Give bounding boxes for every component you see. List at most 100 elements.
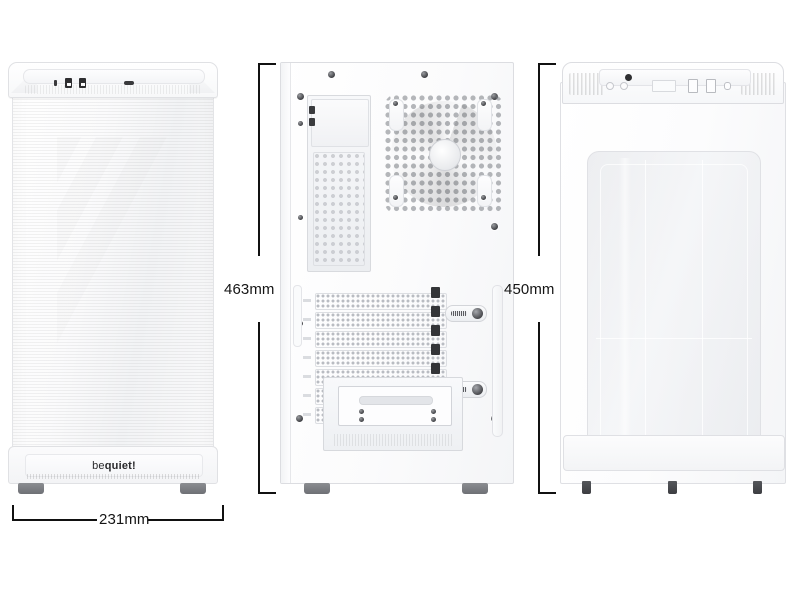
width-dim-tick-right [222,505,224,521]
pci-slot-cover [315,293,447,310]
height-rear-dimension-label: 463mm [224,281,275,298]
io-connector [309,118,315,126]
pci-slot-cover [315,312,447,329]
chassis-screw [328,71,335,78]
width-dim-line-right [148,519,224,521]
glass-divider [701,160,703,444]
psu-screw [431,409,436,414]
chassis-screw [298,121,303,126]
psu-bay [323,377,463,451]
case-foot [304,483,330,494]
fan-mount-slot [389,175,404,207]
fan-hub [429,139,461,171]
brand-suffix: quiet! [104,459,136,472]
side-view [560,62,786,494]
brand-prefix: be [92,459,105,472]
pci-tab [303,375,311,378]
psu-mount-bracket [338,386,452,426]
pci-tab [303,356,311,359]
psu-bottom-vent [334,434,454,446]
io-shield-cutout [307,95,371,272]
glass-reflection [618,158,631,446]
width-dim-tick-left [12,505,14,521]
height-rear-dim-tick-top [258,63,276,65]
height-rear-dim-tick-bottom [258,492,276,494]
height-rear-dim-line-bottom [258,322,260,494]
io-shield-vent-grid [313,152,365,266]
fan-screw [481,101,486,106]
front-base-bezel: bequiet! [8,446,218,484]
fan-mount-slot [477,99,492,131]
front-top-vent [25,85,201,94]
height-side-dimension-label: 450mm [504,281,555,298]
io-plate [652,80,676,92]
psu-screw [431,417,436,422]
rear-chassis-panel [280,62,514,484]
glass-divider [644,160,646,444]
case-foot [18,483,44,494]
pci-slot-cover [315,331,447,348]
tempered-glass-window [587,151,761,453]
pci-slot-cover [315,350,447,367]
brand-logo: bequiet! [92,460,136,472]
psu-vent-slot [359,396,433,405]
psu-screw [359,409,364,414]
pci-tab [303,337,311,340]
side-panel-release-handle[interactable] [492,285,503,437]
case-foot [582,481,591,494]
pci-tab [303,394,311,397]
io-indicator-icon [620,82,628,90]
power-button-icon [124,81,134,85]
side-base-bezel [563,435,785,471]
front-view: bequiet! [8,62,218,494]
height-side-dim-tick-top [538,63,556,65]
chassis-screw [298,215,303,220]
pci-tab [303,318,311,321]
front-mesh-panel [12,80,214,482]
front-top-cap [8,62,218,98]
chassis-screw [491,223,498,230]
side-top-cap [562,62,784,104]
thumbscrew[interactable] [445,305,487,322]
pci-tab [303,299,311,302]
fan-mount-slot [389,99,404,131]
io-shield-upper [311,99,369,147]
case-foot [462,483,488,494]
pci-retainer [431,344,440,355]
rear-panel-edge [281,63,291,483]
front-io-recess [23,69,205,88]
height-rear-dim-line-top [258,63,260,256]
front-brand-plate: bequiet! [25,454,203,477]
front-base-vent [27,474,199,479]
fan-mount-slot [477,175,492,207]
usb-port-icon [79,78,86,88]
usb-port-icon [688,79,698,93]
audio-jack-icon [54,80,57,86]
usb-port-icon [65,78,72,88]
pci-retainer [431,363,440,374]
pci-retainer [431,287,440,298]
psu-screw [359,417,364,422]
side-chassis-panel [560,82,786,484]
height-side-dim-tick-bottom [538,492,556,494]
height-side-dim-line-bottom [538,322,540,494]
fan-screw [481,195,486,200]
pci-retainer [431,306,440,317]
usb-port-icon [706,79,716,93]
glass-divider [596,338,752,339]
usb-c-port-icon [724,82,731,90]
case-foot [753,481,762,494]
io-connector [309,106,315,114]
pci-retainer [431,325,440,336]
case-foot [668,481,677,494]
width-dim-line-left [12,519,97,521]
height-side-dim-line-top [538,63,540,256]
rear-cable-channel [293,285,302,347]
io-indicator-icon [606,82,614,90]
fan-screw [393,195,398,200]
side-io-recess [599,69,751,93]
pci-tab [303,413,311,416]
chassis-screw [421,71,428,78]
rear-view [280,62,514,494]
